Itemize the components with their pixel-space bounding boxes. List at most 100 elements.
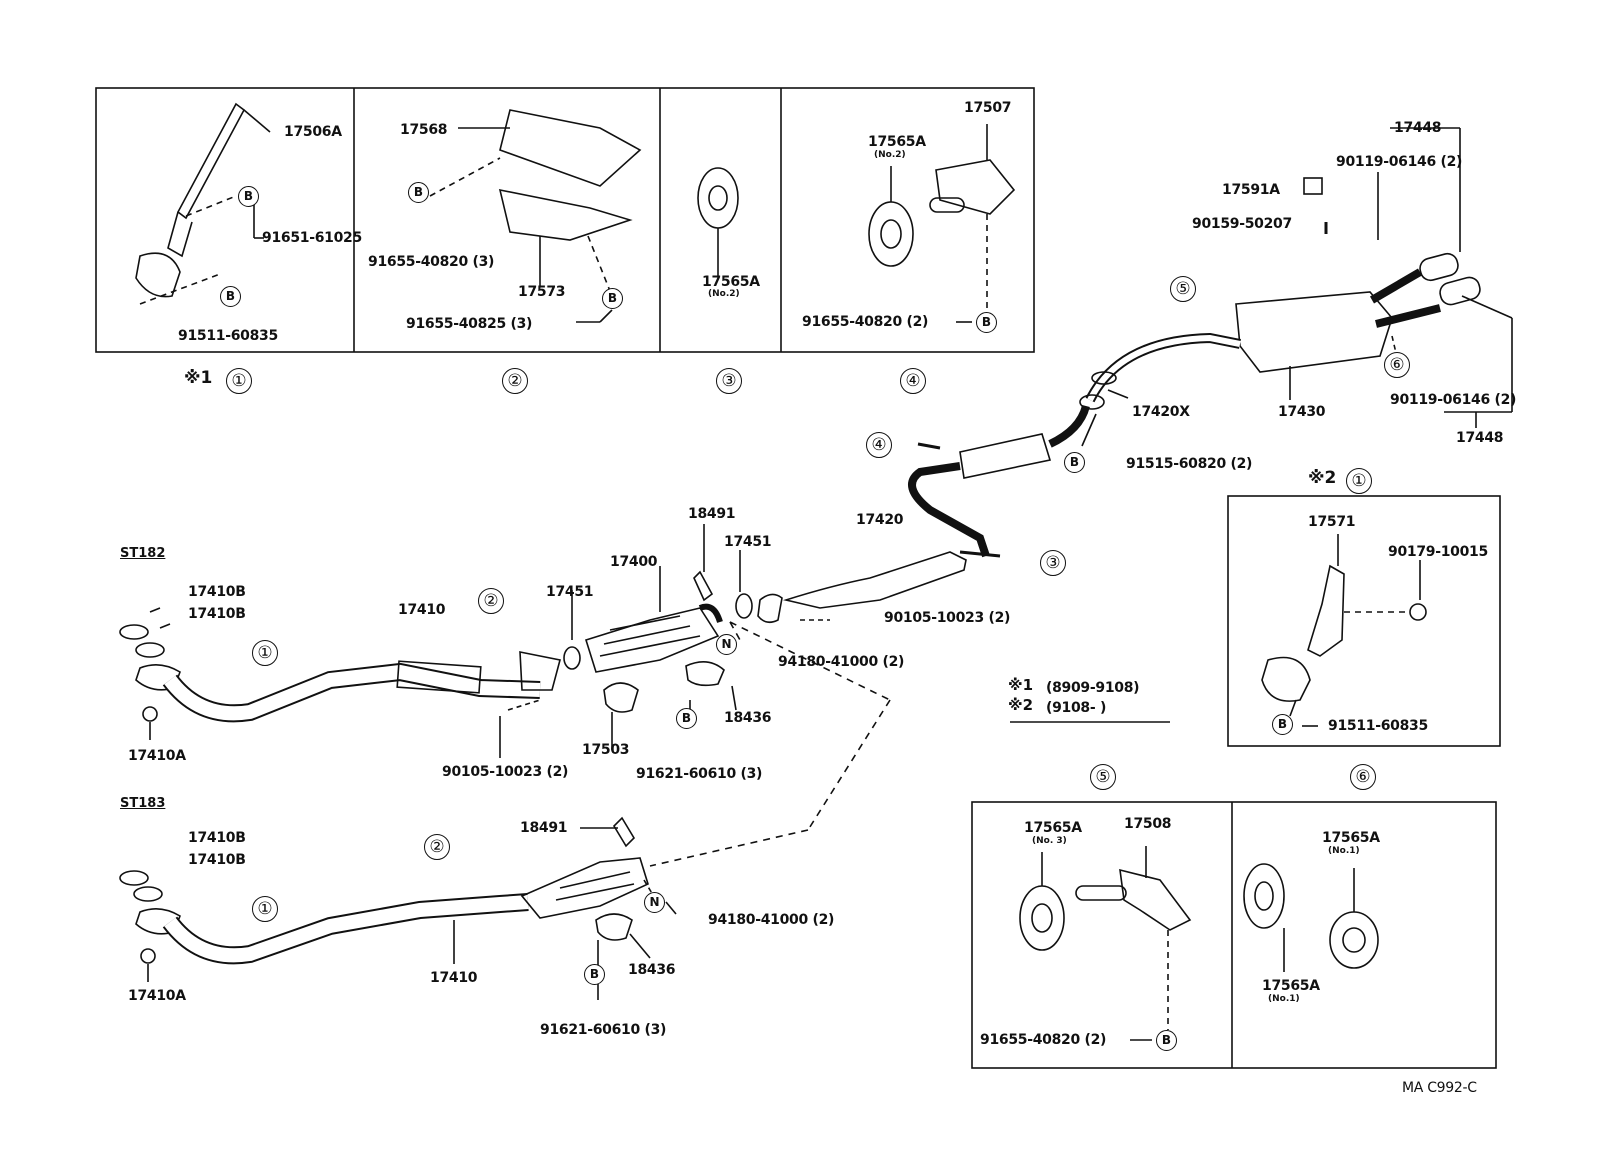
- part-17420: 17420: [856, 512, 904, 528]
- part-17410b-3: 17410B: [188, 830, 246, 846]
- brackets-17568-17573: [429, 109, 642, 323]
- part-91651-61025: 91651-61025: [262, 230, 362, 246]
- part-17573: 17573: [518, 284, 566, 300]
- part-17410-st182: 17410: [398, 602, 446, 618]
- center-muffler-and-pipe: [782, 371, 1129, 609]
- part-17410b-2: 17410B: [188, 606, 246, 622]
- callout-1: ①: [226, 368, 252, 394]
- rear-muffler-17430: [1085, 127, 1513, 428]
- part-17565a-no3-note: (No. 3): [1032, 836, 1067, 846]
- part-91655-40820-3: 91655-40820 (3): [368, 254, 495, 270]
- callout-3: ③: [716, 368, 742, 394]
- part-17451-right: 17451: [724, 534, 772, 550]
- model-st183: ST183: [120, 796, 166, 811]
- part-17410b-1: 17410B: [188, 584, 246, 600]
- part-94180-41000-st183: 94180-41000 (2): [708, 912, 835, 928]
- part-18491-st183: 18491: [520, 820, 568, 836]
- part-91511-60835-inset: 91511-60835: [1328, 718, 1428, 734]
- rubber-hanger-box3: [697, 167, 739, 276]
- callout-2: ②: [478, 588, 504, 614]
- front-pipe-st183: [119, 816, 677, 1000]
- inset-box-top: [95, 87, 1035, 353]
- circled-b: B: [1156, 1030, 1177, 1051]
- part-17565a-box3: 17565A: [702, 274, 760, 290]
- circled-b: B: [408, 182, 429, 203]
- part-17451-left: 17451: [546, 584, 594, 600]
- part-17568: 17568: [400, 122, 448, 138]
- part-17503: 17503: [582, 742, 630, 758]
- part-17565a-no1-bottom: 17565A: [1262, 978, 1320, 994]
- part-91655-40825-3: 91655-40825 (3): [406, 316, 533, 332]
- legend-star2: ※2: [1008, 696, 1034, 714]
- part-17430: 17430: [1278, 404, 1326, 420]
- circled-b: B: [238, 186, 259, 207]
- part-17565a-box3-note: (No.2): [708, 289, 740, 299]
- part-17410a-st182: 17410A: [128, 748, 186, 764]
- part-91655-40820-bottom: 91655-40820 (2): [980, 1032, 1107, 1048]
- part-94180-41000-st182: 94180-41000 (2): [778, 654, 905, 670]
- callout-5: ⑤: [1170, 276, 1196, 302]
- part-90159-50207: 90159-50207: [1192, 216, 1292, 232]
- part-17448-top: 17448: [1394, 120, 1442, 136]
- part-17565a-box4: 17565A: [868, 134, 926, 150]
- circled-b: B: [220, 286, 241, 307]
- callout-1: ①: [1346, 468, 1372, 494]
- part-91511-60835: 91511-60835: [178, 328, 278, 344]
- circled-n: N: [644, 892, 665, 913]
- part-17410a-st183: 17410A: [128, 988, 186, 1004]
- part-17410b-4: 17410B: [188, 852, 246, 868]
- part-18436-st183: 18436: [628, 962, 676, 978]
- part-17420x: 17420X: [1132, 404, 1190, 420]
- callout-4: ④: [900, 368, 926, 394]
- circled-b: B: [1272, 714, 1293, 735]
- legend-star1: ※1: [1008, 676, 1034, 694]
- part-91515-60820: 91515-60820 (2): [1126, 456, 1253, 472]
- diagram-code: MA C992-C: [1402, 1080, 1477, 1096]
- circled-b: B: [602, 288, 623, 309]
- callout-4: ④: [866, 432, 892, 458]
- part-90105-10023-lower: 90105-10023 (2): [442, 764, 569, 780]
- inset-box-star2: [1010, 495, 1501, 747]
- part-17565a-no3: 17565A: [1024, 820, 1082, 836]
- part-91655-40820-2: 91655-40820 (2): [802, 314, 929, 330]
- inset-box-bottom: [971, 801, 1497, 1069]
- model-st182: ST182: [120, 546, 166, 561]
- part-17410-st183: 17410: [430, 970, 478, 986]
- circled-n: N: [716, 634, 737, 655]
- callout-5: ⑤: [1090, 764, 1116, 790]
- callout-6: ⑥: [1350, 764, 1376, 790]
- part-17565a-no1-top: 17565A: [1322, 830, 1380, 846]
- part-90119-06146-top: 90119-06146 (2): [1336, 154, 1463, 170]
- callout-1: ①: [252, 640, 278, 666]
- part-17448-bottom: 17448: [1456, 430, 1504, 446]
- part-90179-10015: 90179-10015: [1388, 544, 1488, 560]
- part-90105-10023-upper: 90105-10023 (2): [884, 610, 1011, 626]
- part-17506a: 17506A: [284, 124, 342, 140]
- part-17400: 17400: [610, 554, 658, 570]
- callout-2: ②: [502, 368, 528, 394]
- callout-2: ②: [424, 834, 450, 860]
- part-90119-06146-bottom: 90119-06146 (2): [1390, 392, 1517, 408]
- part-17507: 17507: [964, 100, 1012, 116]
- part-17565a-no1-bottom-note: (No.1): [1268, 994, 1300, 1004]
- caption-star2: ※2: [1308, 468, 1337, 488]
- part-18436-st182: 18436: [724, 710, 772, 726]
- callout-6: ⑥: [1384, 352, 1410, 378]
- caption-star1: ※1: [184, 368, 213, 388]
- front-pipe-st182: [119, 607, 561, 758]
- callout-1: ①: [252, 896, 278, 922]
- part-17508: 17508: [1124, 816, 1172, 832]
- legend-range1: (8909-9108): [1046, 680, 1140, 696]
- circled-b: B: [976, 312, 997, 333]
- hanger-bracket-box4: [868, 124, 1016, 323]
- part-17565a-no1-top-note: (No.1): [1328, 846, 1360, 856]
- callout-3: ③: [1040, 550, 1066, 576]
- part-91621-60610-st183: 91621-60610 (3): [540, 1022, 667, 1038]
- circled-b: B: [1064, 452, 1085, 473]
- legend-range2: (9108- ): [1046, 700, 1107, 716]
- part-17565a-box4-note: (No.2): [874, 150, 906, 160]
- part-18491-st182: 18491: [688, 506, 736, 522]
- part-17591a: 17591A: [1222, 182, 1280, 198]
- catalytic-converter-st182: [563, 524, 891, 867]
